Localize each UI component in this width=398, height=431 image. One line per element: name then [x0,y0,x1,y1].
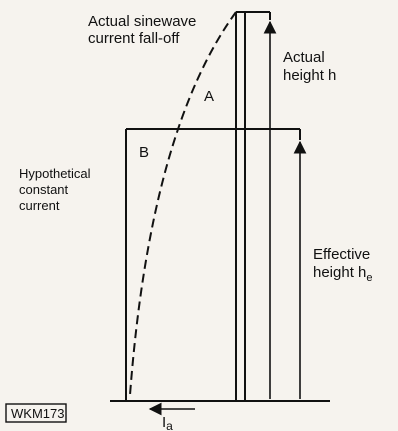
effective-height-label-line2: height he [313,264,373,284]
current-label-text: I [162,414,166,431]
hypothetical-label-line1: Hypothetical [19,166,91,181]
current-label: Ia [162,414,173,431]
actual-height-label-line1: Actual [283,49,325,66]
region-a-label: A [204,88,214,105]
figure-code-label: WKM173 [11,406,64,421]
current-label-subscript: a [166,419,173,431]
sinewave-curve [129,11,237,396]
sinewave-label-line2: current fall-off [88,30,180,47]
figure-code-box [5,403,67,423]
effective-height-text: height h [313,264,366,281]
effective-height-label-line1: Effective [313,246,370,263]
actual-height-label-line2: height h [283,67,336,84]
region-b-label: B [139,144,149,161]
sinewave-label-line1: Actual sinewave [88,13,196,30]
hypothetical-label-line2: constant [19,182,69,197]
hypothetical-label-line3: current [19,198,60,213]
effective-height-subscript: e [366,272,372,284]
